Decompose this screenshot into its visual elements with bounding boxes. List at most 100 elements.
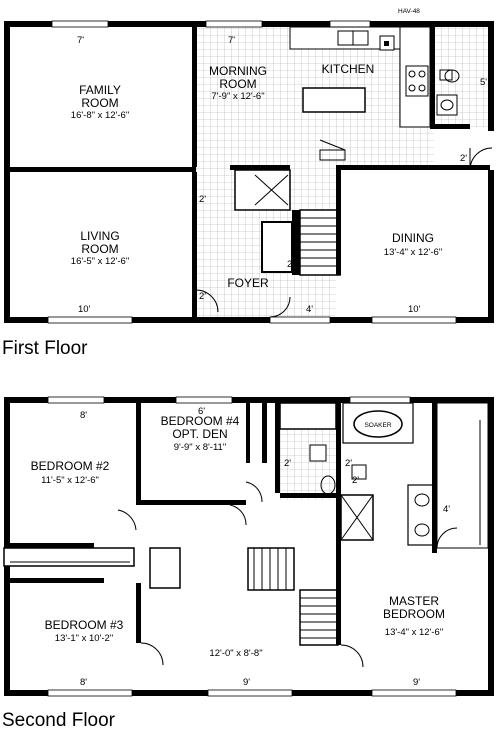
second-floor-plan <box>3 396 494 697</box>
bedroom4-name-1: BEDROOM #4 <box>161 414 240 428</box>
master-name-2: BEDROOM <box>383 607 445 621</box>
meas-master-window: 9' <box>413 677 420 688</box>
wall-foyer-closet <box>292 210 300 275</box>
dining-dims: 13'-4" x 12'-6" <box>384 247 442 258</box>
hall-dims: 12'-0" x 8'-8" <box>209 648 262 659</box>
kitchen-dishwasher <box>384 41 389 46</box>
wall-bedroom4-bottom <box>136 500 246 505</box>
foyer-name: FOYER <box>227 276 269 290</box>
closet-bedroom3 <box>149 547 181 589</box>
morning-room-name-2: ROOM <box>219 77 256 91</box>
toilet-master <box>351 464 367 480</box>
kitchen-name: KITCHEN <box>322 62 375 76</box>
family-room-name-2: ROOM <box>81 96 118 110</box>
first-floor-plan <box>4 20 494 324</box>
exterior-wall-right-upper <box>488 21 494 131</box>
window-hall <box>207 689 293 697</box>
meas-foyer-closet: 2' <box>199 291 206 302</box>
soaker-name: SOAKER <box>364 422 391 429</box>
bedroom3-name: BEDROOM #3 <box>45 618 124 632</box>
wall-family-living <box>4 167 196 172</box>
master-name-1: MASTER <box>389 594 439 608</box>
wall-kitchen-dining <box>340 165 490 170</box>
window-dining <box>371 316 457 324</box>
dining-name: DINING <box>392 231 434 245</box>
kitchen-island <box>302 87 366 113</box>
meas-morning-window: 7' <box>228 35 235 46</box>
meas-bedroom4-window: 6' <box>198 406 205 417</box>
wall-bath-left <box>430 27 435 127</box>
wall-living-foyer <box>192 172 197 317</box>
window-master <box>371 689 457 697</box>
meas-hall-window: 9' <box>243 677 250 688</box>
wall-master-left <box>336 550 341 645</box>
wall-bath-hall-left <box>275 403 280 493</box>
second-floor-title: Second Floor <box>2 710 116 731</box>
wall-master-bath-right <box>432 403 437 553</box>
meas-family-window: 7' <box>77 35 84 46</box>
exterior-wall-top-2 <box>4 397 493 403</box>
living-room-name-2: ROOM <box>81 242 118 256</box>
wall-bath-hall-right <box>336 403 341 558</box>
master-dims: 13'-4" x 12'-6" <box>385 627 443 638</box>
meas-stair-door: 2' <box>199 194 206 205</box>
soaker-tub <box>353 410 403 438</box>
exterior-wall-bottom <box>4 317 493 323</box>
exterior-wall-right-lower <box>488 170 494 323</box>
wall-bedroom2-bedroom4 <box>136 403 141 503</box>
bedroom2-dims: 11'-5" x 12'-6" <box>41 475 99 486</box>
meas-bedroom2-window: 8' <box>80 410 87 421</box>
meas-living-window: 10' <box>78 304 91 315</box>
exterior-wall-right-2 <box>488 397 494 696</box>
plan-code: HAV-48 <box>398 8 420 15</box>
kitchen-range <box>405 65 429 97</box>
morning-room-name-1: MORNING <box>209 64 267 78</box>
front-door-opening <box>269 316 331 324</box>
wall-bath-hall-bottom <box>280 493 340 498</box>
meas-wc-width: 2' <box>352 475 359 486</box>
wall-bedroom4-right <box>262 403 267 463</box>
bedroom2-name: BEDROOM #2 <box>31 459 110 473</box>
living-room-dims: 16'-5" x 12'-6" <box>71 256 129 267</box>
wall-stair-right <box>336 165 341 275</box>
window-bedroom2 <box>47 396 105 404</box>
wall-bath-bottom <box>430 124 470 129</box>
family-room-name-1: FAMILY <box>79 83 121 97</box>
wall-bedroom2-bottom <box>4 543 94 548</box>
living-room-name-1: LIVING <box>80 229 119 243</box>
family-room-dims: 16'-8" x 12'-6" <box>71 110 129 121</box>
meas-closet-door: 4' <box>443 504 450 515</box>
meas-bedroom3-window: 8' <box>80 677 87 688</box>
tub-hall-bath <box>279 402 337 430</box>
bedroom4-dims: 9'-9" x 8'-11" <box>174 442 226 453</box>
bath-sink <box>436 94 458 116</box>
stair-lower-treads <box>300 597 338 639</box>
bath-toilet-tank <box>439 69 453 81</box>
wall-bedroom3-top <box>4 578 104 583</box>
window-bedroom4 <box>175 396 233 404</box>
wall-hall-left <box>136 583 141 643</box>
meas-front-door: 4' <box>306 304 313 315</box>
meas-closet-upper: 2' <box>287 259 294 270</box>
stair-treads <box>300 217 340 267</box>
meas-bath-window: 5' <box>480 77 487 88</box>
meas-bath-door: 2' <box>284 458 291 469</box>
meas-dining-window: 10' <box>408 304 421 315</box>
meas-laundry-door: 2' <box>460 153 467 164</box>
window-family <box>51 20 109 28</box>
window-morning <box>205 20 263 28</box>
wall-bedroom4-closet <box>246 403 250 463</box>
stair-landing <box>234 169 291 211</box>
soaker-surround <box>342 402 414 444</box>
toilet-hall-bath <box>309 444 327 462</box>
bedroom4-name-2: OPT. DEN <box>172 427 227 441</box>
stair-upper-treads <box>253 548 287 590</box>
window-bedroom3 <box>47 689 133 697</box>
meas-toilet-door: 2' <box>345 458 352 469</box>
window-living <box>47 316 133 324</box>
bedroom3-dims: 13'-1" x 10'-2" <box>55 633 113 644</box>
master-vanity <box>407 484 437 546</box>
